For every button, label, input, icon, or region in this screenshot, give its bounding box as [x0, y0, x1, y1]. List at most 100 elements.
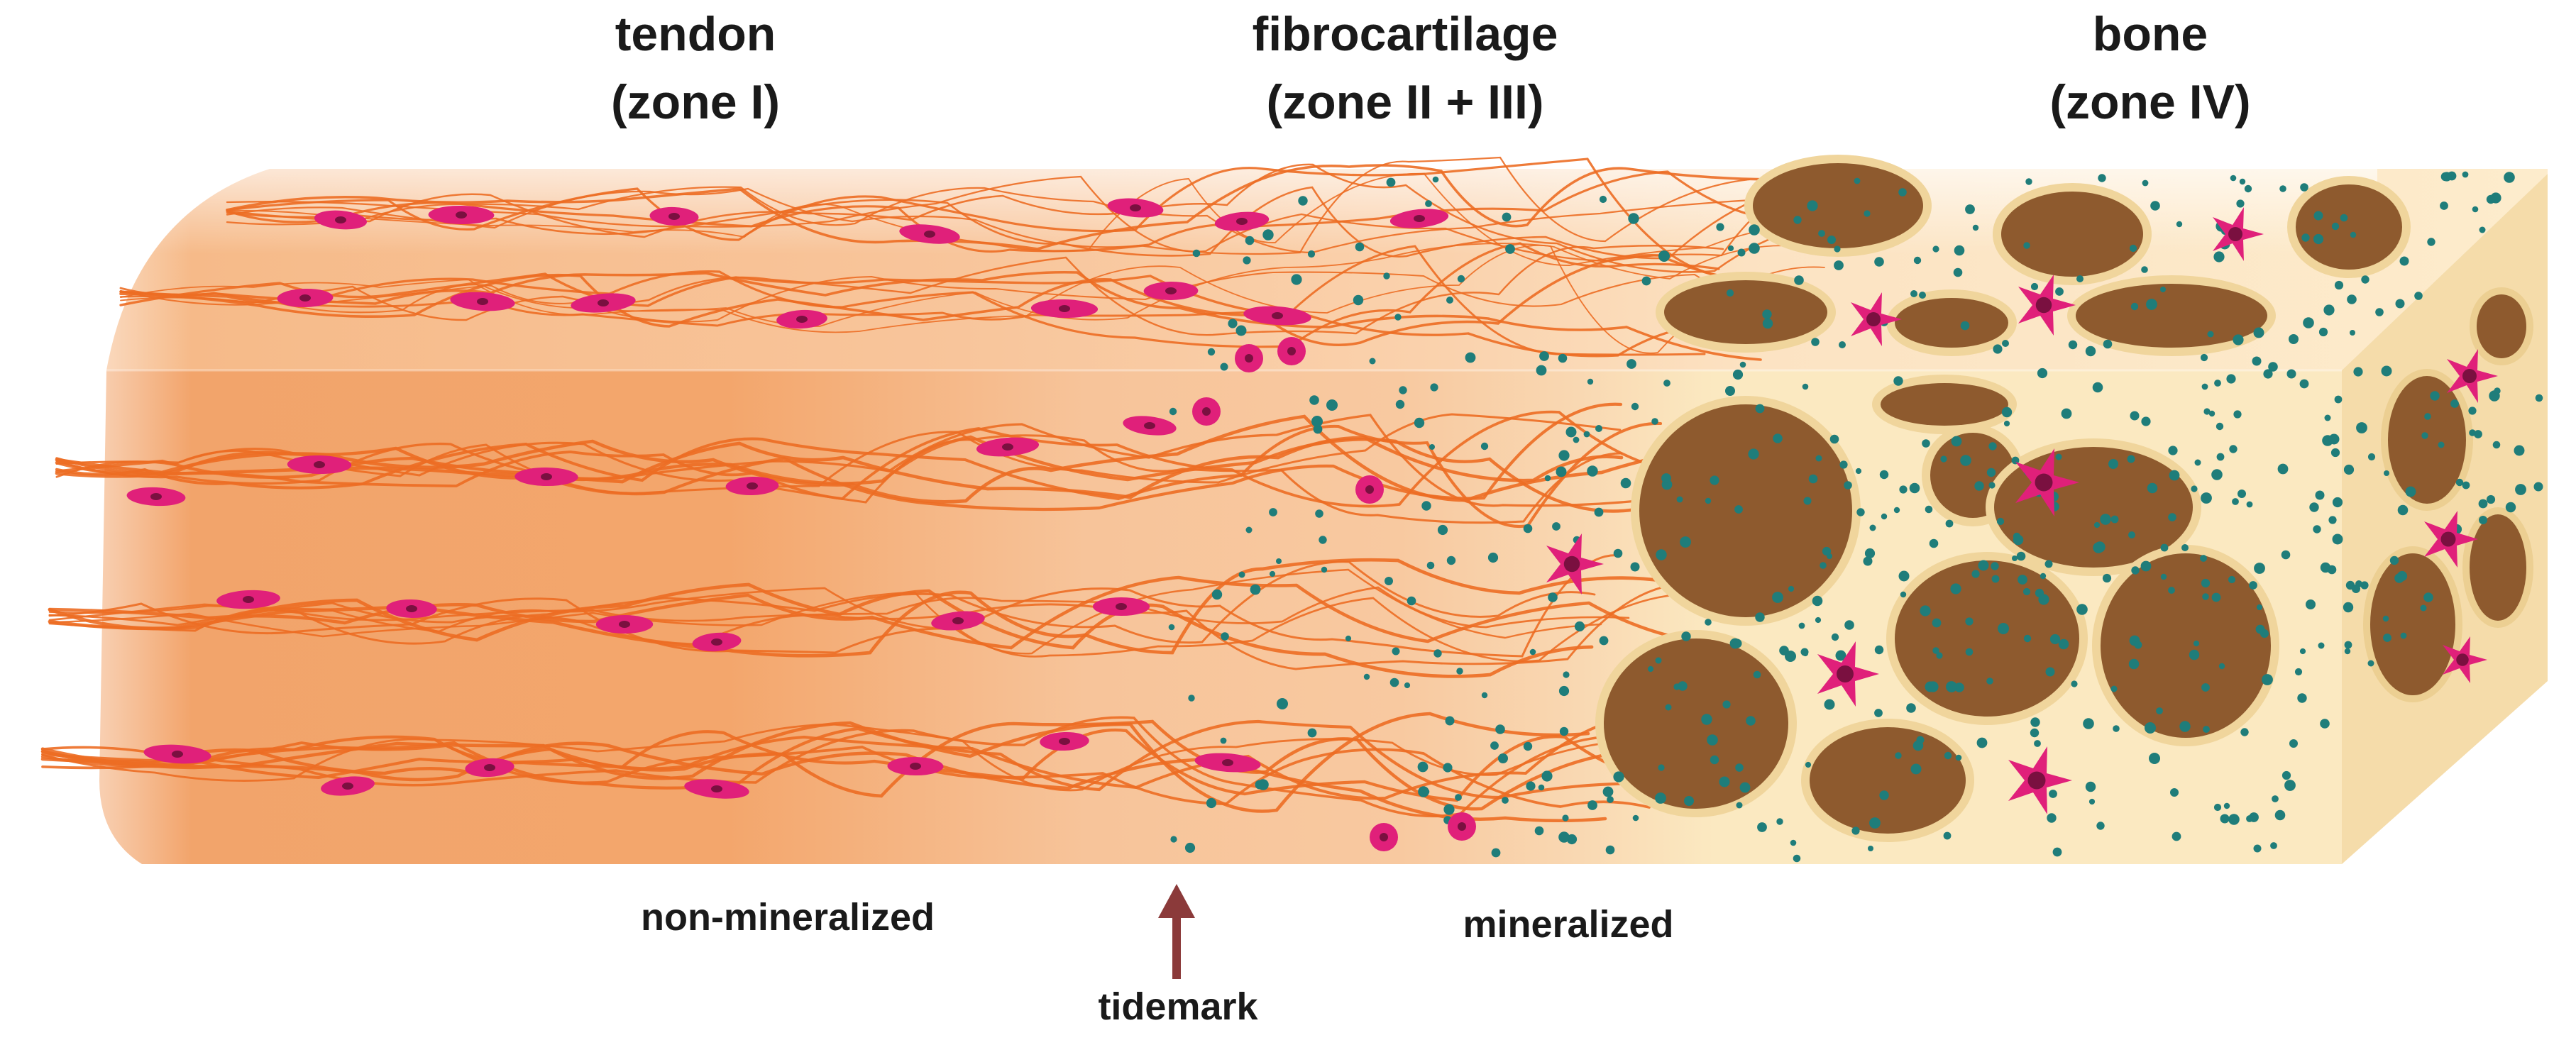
- mineral-dot: [1565, 426, 1577, 438]
- mineral-dot: [2469, 429, 2476, 436]
- bone-pore: [2001, 192, 2143, 277]
- mineral-dot: [2334, 280, 2344, 290]
- mineral-dot: [2479, 226, 2486, 233]
- cell-nucleus: [2027, 771, 2046, 790]
- mineral-dot: [2356, 422, 2367, 433]
- collagen-fiber: [48, 586, 1630, 629]
- mineral-dot: [2255, 624, 2265, 634]
- mineral-dot: [1976, 737, 1988, 748]
- cell-nucleus: [299, 294, 311, 302]
- cell-nucleus: [2035, 297, 2052, 314]
- non-mineralized-label: non-mineralized: [640, 896, 935, 939]
- mineral-dot: [1991, 562, 1999, 570]
- mineral-dot: [2515, 484, 2526, 495]
- mineralized-label: mineralized: [1463, 903, 1674, 946]
- mineral-dot: [1824, 699, 1835, 710]
- mineral-dot: [1802, 383, 1809, 390]
- mineral-dot: [2129, 244, 2137, 253]
- mineral-dot: [1812, 595, 1823, 607]
- cell-nucleus: [668, 213, 680, 220]
- mineral-dot: [2423, 592, 2433, 602]
- mineral-dot: [2098, 174, 2106, 182]
- mineral-dot: [1456, 668, 1463, 675]
- mineral-dot: [1651, 418, 1658, 425]
- cell-nucleus: [1245, 354, 1253, 363]
- cell-nucleus: [711, 638, 722, 646]
- mineral-dot: [2382, 615, 2389, 622]
- mineral-dot: [1863, 556, 1873, 566]
- collagen-fiber: [48, 554, 1622, 658]
- mineral-dot: [1594, 507, 1604, 517]
- mineral-dot: [2201, 383, 2208, 390]
- collagen-fiber: [119, 245, 1706, 356]
- mineral-dot: [1710, 475, 1719, 485]
- cell-nucleus: [314, 461, 325, 468]
- mineral-dot: [1311, 416, 1323, 427]
- mineral-dot: [1641, 276, 1651, 286]
- mineral-dot: [2494, 387, 2501, 394]
- mineral-dot: [1321, 566, 1328, 573]
- mineral-dot: [1544, 475, 1551, 482]
- mineral-dot: [2301, 233, 2310, 242]
- mineral-dot: [2228, 814, 2240, 825]
- mineral-dot: [2440, 201, 2448, 210]
- mineral-dot: [2149, 753, 2160, 764]
- mineral-dot: [1607, 796, 1614, 803]
- mineral-dot: [2424, 413, 2431, 420]
- mineral-dot: [2181, 544, 2189, 551]
- mineral-dot: [2134, 641, 2142, 649]
- mineral-dot: [2211, 469, 2223, 480]
- mineral-dot: [1455, 794, 1462, 801]
- mineral-dot: [1655, 792, 1666, 804]
- mineral-dot: [1481, 692, 1488, 699]
- mineral-dot: [2160, 287, 2166, 292]
- mineral-dot: [2300, 183, 2308, 192]
- mineral-dot: [2058, 638, 2069, 650]
- mineral-dot: [2223, 802, 2230, 809]
- bone-pore: [1895, 560, 2079, 717]
- zone-title-bone: bone (zone IV): [2008, 0, 2292, 136]
- mineral-dot: [1869, 817, 1881, 829]
- mineral-dot: [1276, 558, 1282, 564]
- mineral-dot: [1996, 517, 2005, 526]
- mineral-dot: [2367, 453, 2376, 461]
- mineral-dot: [1389, 678, 1399, 687]
- mineral-dot: [2040, 573, 2047, 580]
- mineral-dot: [1898, 188, 1907, 197]
- mineral-dot: [1587, 465, 1598, 477]
- mineral-dot: [2201, 492, 2212, 504]
- collagen-fiber: [48, 558, 1667, 658]
- mineral-dot: [2252, 356, 2262, 366]
- mineral-dot: [1874, 257, 1884, 267]
- mineral-dot: [2303, 317, 2314, 328]
- mineral-dot: [1776, 818, 1783, 825]
- mineral-dot: [1188, 695, 1195, 702]
- mineral-dot: [1630, 562, 1640, 572]
- mineral-dot: [2400, 632, 2407, 639]
- mineral-dot: [2085, 781, 2096, 792]
- mineral-dot: [2052, 847, 2062, 857]
- collagen-fiber: [48, 568, 1602, 655]
- collagen-fiber: [55, 414, 1759, 504]
- mineral-dot: [2076, 604, 2088, 615]
- mineral-dot: [2272, 795, 2279, 802]
- mineral-dot: [1678, 681, 1688, 691]
- mineral-dot: [1910, 763, 1922, 775]
- mineral-dot: [1207, 348, 1216, 356]
- mineral-dot: [1228, 319, 1238, 328]
- mineral-dot: [1773, 433, 1783, 443]
- mineral-dot: [1898, 570, 1910, 582]
- mineral-dot: [1869, 524, 1876, 531]
- bone-pore: [2388, 376, 2466, 504]
- mineral-dot: [1910, 290, 1917, 297]
- mineral-dot: [2140, 560, 2152, 572]
- mineral-dot: [1893, 376, 1903, 386]
- mineral-dot: [2328, 516, 2337, 524]
- mineral-dot: [2442, 172, 2452, 182]
- mineral-dot: [1626, 359, 1636, 369]
- mineral-dot: [1827, 236, 1836, 244]
- mineral-dot: [1563, 671, 1570, 678]
- mineral-dot: [1705, 619, 1712, 626]
- mineral-dot: [2274, 809, 2286, 821]
- mineral-dot: [2486, 494, 2496, 504]
